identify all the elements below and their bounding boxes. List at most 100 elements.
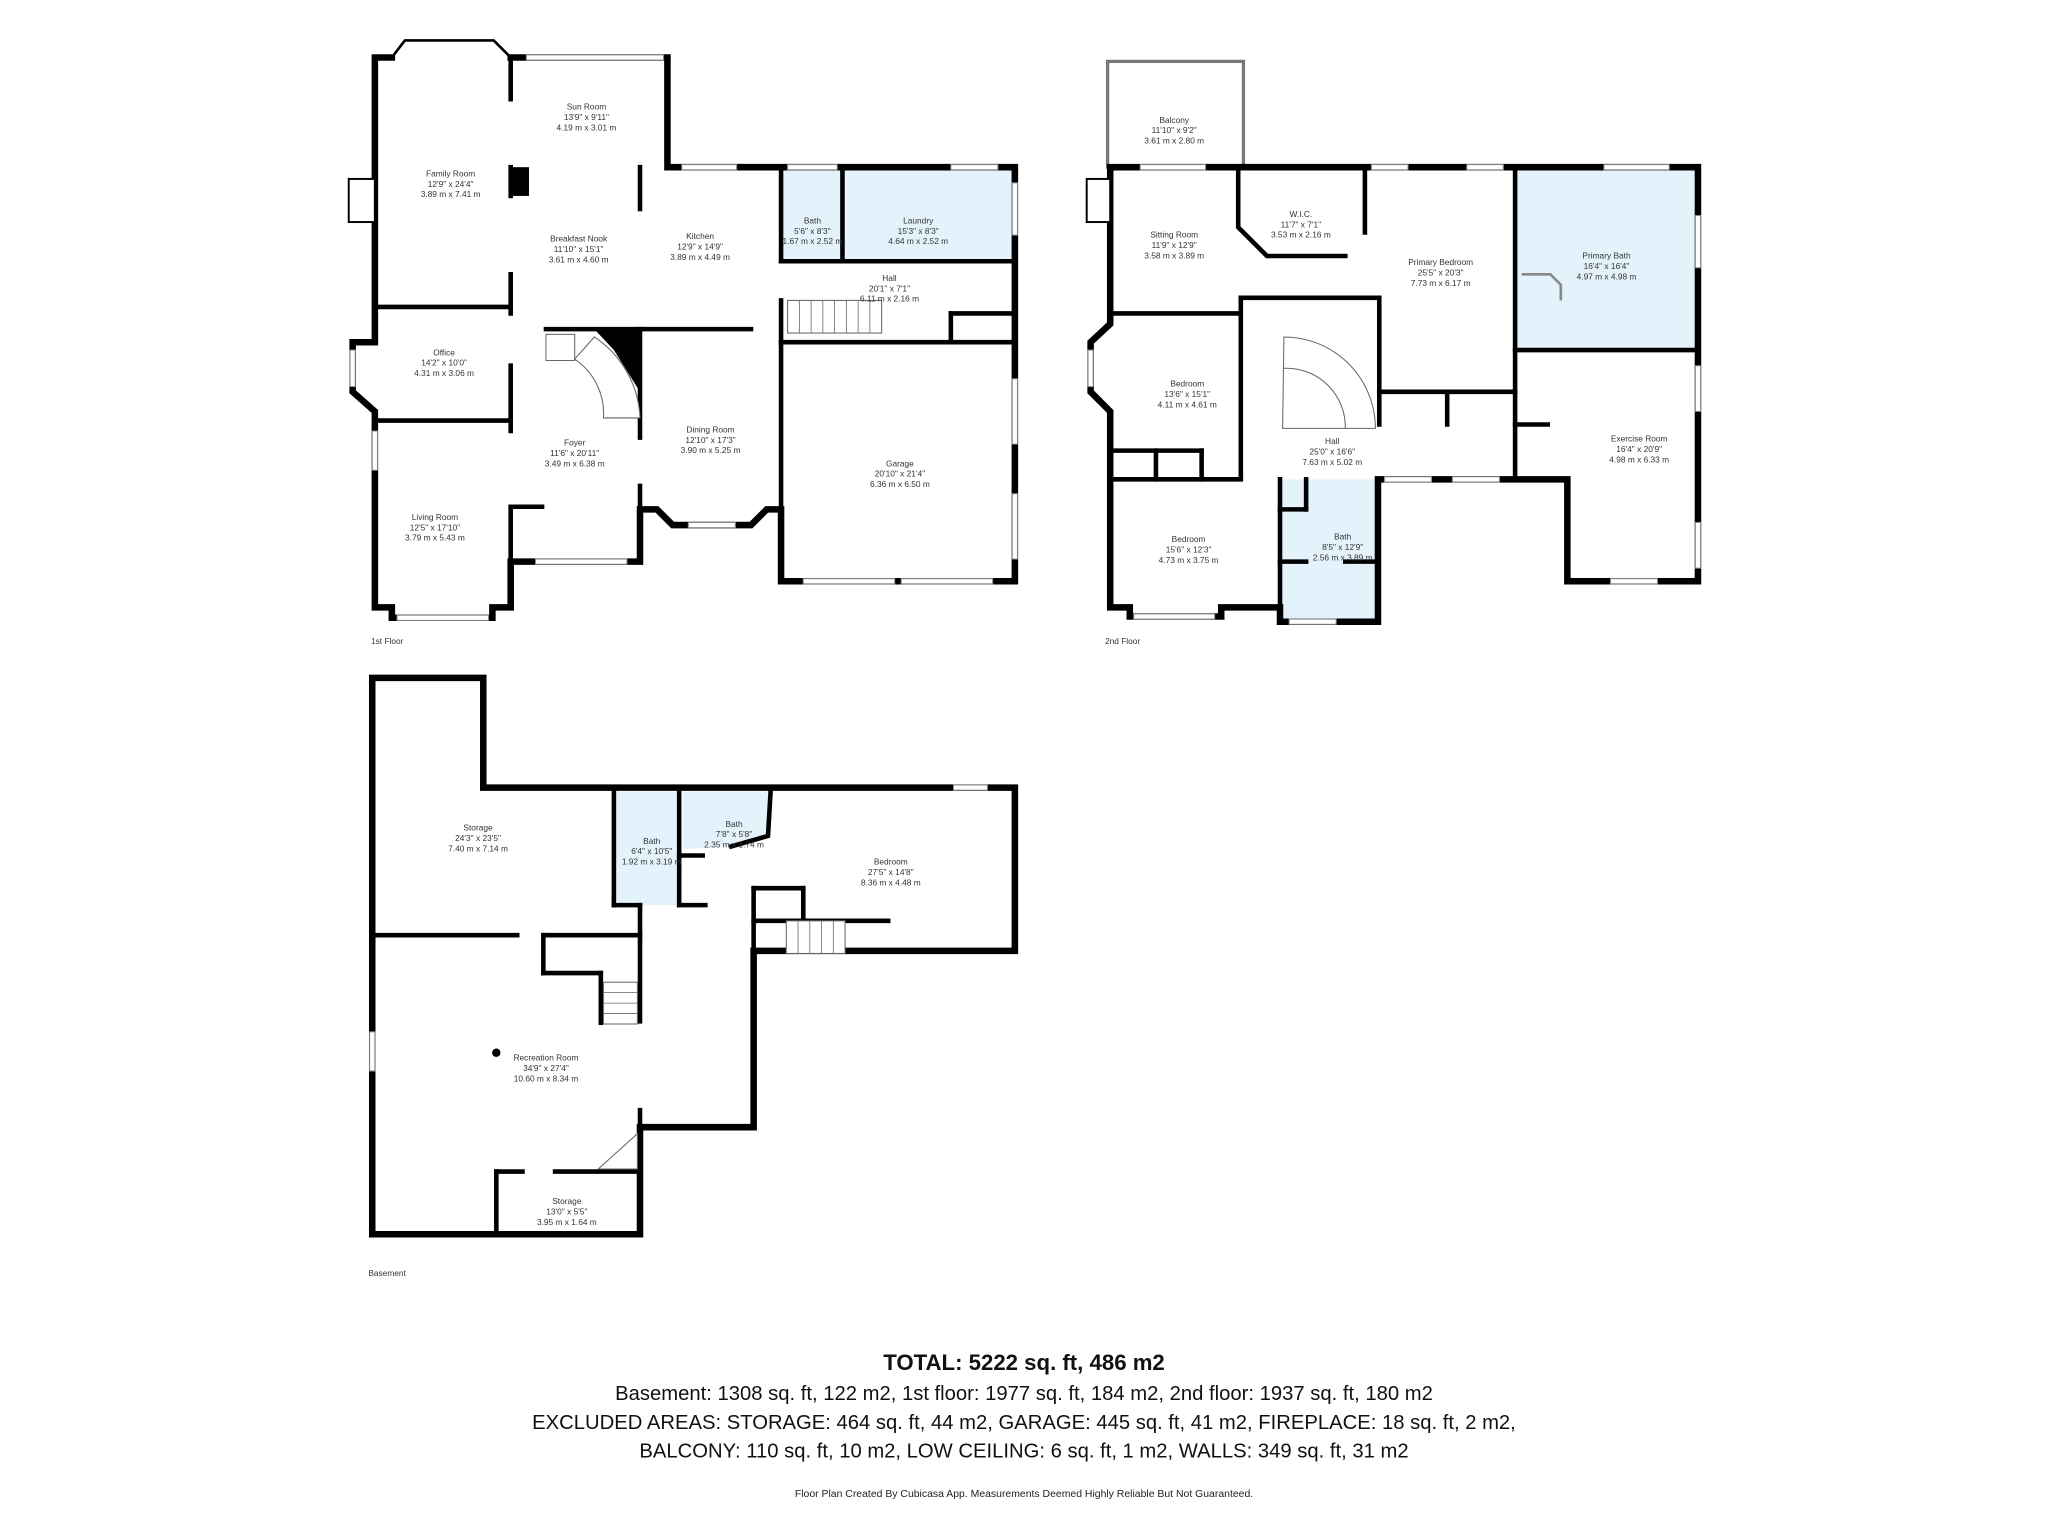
basement-stairs — [596, 920, 846, 1170]
second-floor-windows — [1087, 164, 1702, 625]
first-floor-stairs — [545, 299, 883, 419]
room-name: Bath — [1334, 531, 1352, 541]
basement-label: Basement — [368, 1268, 406, 1278]
room-metric: 3.49 m x 6.38 m — [545, 458, 605, 468]
fireplace-icon — [1085, 177, 1112, 224]
room-imperial: 16'4" x 20'9" — [1616, 444, 1662, 454]
room-metric: 4.11 m x 4.61 m — [1158, 400, 1217, 410]
room-imperial: 8'5" x 12'9" — [1322, 542, 1363, 552]
second-floor-bath-fill — [1280, 479, 1378, 622]
room-metric: 4.97 m x 4.98 m — [1577, 272, 1637, 282]
room-name: Laundry — [903, 215, 934, 225]
disclaimer: Floor Plan Created By Cubicasa App. Meas… — [795, 1489, 1253, 1500]
room-metric: 4.19 m x 3.01 m — [557, 123, 617, 133]
room-imperial: 12'9" x 24'4" — [428, 179, 474, 189]
basement-outer-wall — [368, 674, 1019, 1238]
second-floor-interior-walls — [1107, 164, 1701, 624]
floor-areas: Basement: 1308 sq. ft, 122 m2, 1st floor… — [615, 1383, 1433, 1405]
room-metric: 3.61 m x 2.80 m — [1144, 136, 1204, 146]
room-imperial: 14'2" x 10'0" — [421, 358, 467, 368]
second-floor-outer-wall — [1087, 163, 1702, 625]
room-metric: 8.36 m x 4.48 m — [861, 878, 921, 888]
room-name: Bedroom — [1170, 379, 1204, 389]
room-name: Primary Bedroom — [1408, 257, 1473, 267]
room-imperial: 25'0" x 16'6" — [1309, 447, 1355, 457]
basement-windows — [369, 784, 988, 1072]
room-name: Hall — [1325, 436, 1340, 446]
room-metric: 7.40 m x 7.14 m — [448, 844, 508, 854]
room-metric: 3.89 m x 4.49 m — [670, 252, 730, 262]
room-name: Storage — [463, 823, 493, 833]
bathtub-icon — [1521, 272, 1563, 301]
room-imperial: 12'10" x 17'3" — [685, 435, 735, 445]
room-metric: 6.36 m x 6.50 m — [870, 479, 930, 489]
family-room-bay-window — [390, 39, 513, 60]
room-name: Bedroom — [874, 857, 908, 867]
area-summary: TOTAL: 5222 sq. ft, 486 m2 Basement: 130… — [532, 1350, 1516, 1500]
room-metric: 4.31 m x 3.06 m — [414, 368, 474, 378]
room-metric: 4.64 m x 2.52 m — [888, 236, 948, 246]
room-name: Bath — [643, 836, 661, 846]
room-imperial: 13'6" x 15'1" — [1164, 389, 1210, 399]
room-imperial: 6'4" x 10'5" — [631, 846, 672, 856]
room-imperial: 15'3" x 8'3" — [898, 226, 939, 236]
room-metric: 3.89 m x 7.41 m — [421, 189, 481, 199]
first-floor-windows — [349, 54, 1018, 621]
basement-interior-walls — [369, 789, 891, 1237]
room-imperial: 7'8" x 5'8" — [716, 829, 753, 839]
room-metric: 4.98 m x 6.33 m — [1609, 454, 1669, 464]
room-imperial: 12'9" x 14'9" — [677, 241, 723, 251]
room-name: W.I.C. — [1290, 209, 1313, 219]
total-area: TOTAL: 5222 sq. ft, 486 m2 — [883, 1350, 1165, 1375]
room-metric: 3.79 m x 5.43 m — [405, 533, 465, 543]
first-floor-plan: 1st Floor — [347, 39, 1019, 646]
second-floor-plan: 2nd Floor — [1085, 59, 1702, 646]
room-imperial: 13'0" x 5'5" — [546, 1207, 587, 1217]
room-name: Garage — [886, 458, 914, 468]
room-metric: 3.58 m x 3.89 m — [1144, 251, 1204, 261]
excluded-areas-line-1: EXCLUDED AREAS: STORAGE: 464 sq. ft, 44 … — [532, 1412, 1516, 1434]
room-name: Family Room — [426, 168, 475, 178]
room-name: Office — [433, 347, 455, 357]
room-imperial: 16'4" x 16'4" — [1584, 261, 1630, 271]
room-metric: 3.53 m x 2.16 m — [1271, 230, 1331, 240]
fireplace-icon — [347, 177, 376, 224]
excluded-areas-line-2: BALCONY: 110 sq. ft, 10 m2, LOW CEILING:… — [639, 1441, 1408, 1463]
room-metric: 4.73 m x 3.75 m — [1159, 555, 1219, 565]
room-imperial: 11'10" x 15'1" — [554, 244, 604, 254]
room-imperial: 11'7" x 7'1" — [1281, 219, 1322, 229]
room-imperial: 25'5" x 20'3" — [1418, 268, 1464, 278]
first-floor-label: 1st Floor — [371, 636, 404, 646]
room-metric: 2.56 m x 3.89 m — [1313, 552, 1373, 562]
first-floor-interior-walls — [372, 55, 1018, 584]
room-name: Bath — [725, 819, 743, 829]
room-metric: 7.73 m x 6.17 m — [1411, 278, 1471, 288]
room-metric: 6.11 m x 2.16 m — [860, 294, 919, 304]
room-name: Balcony — [1159, 115, 1190, 125]
room-imperial: 11'9" x 12'9" — [1152, 240, 1197, 250]
room-metric: 3.90 m x 5.25 m — [681, 445, 741, 455]
room-name: Breakfast Nook — [550, 234, 608, 244]
room-imperial: 12'5" x 17'10" — [410, 522, 460, 532]
room-metric: 3.95 m x 1.64 m — [537, 1217, 597, 1227]
